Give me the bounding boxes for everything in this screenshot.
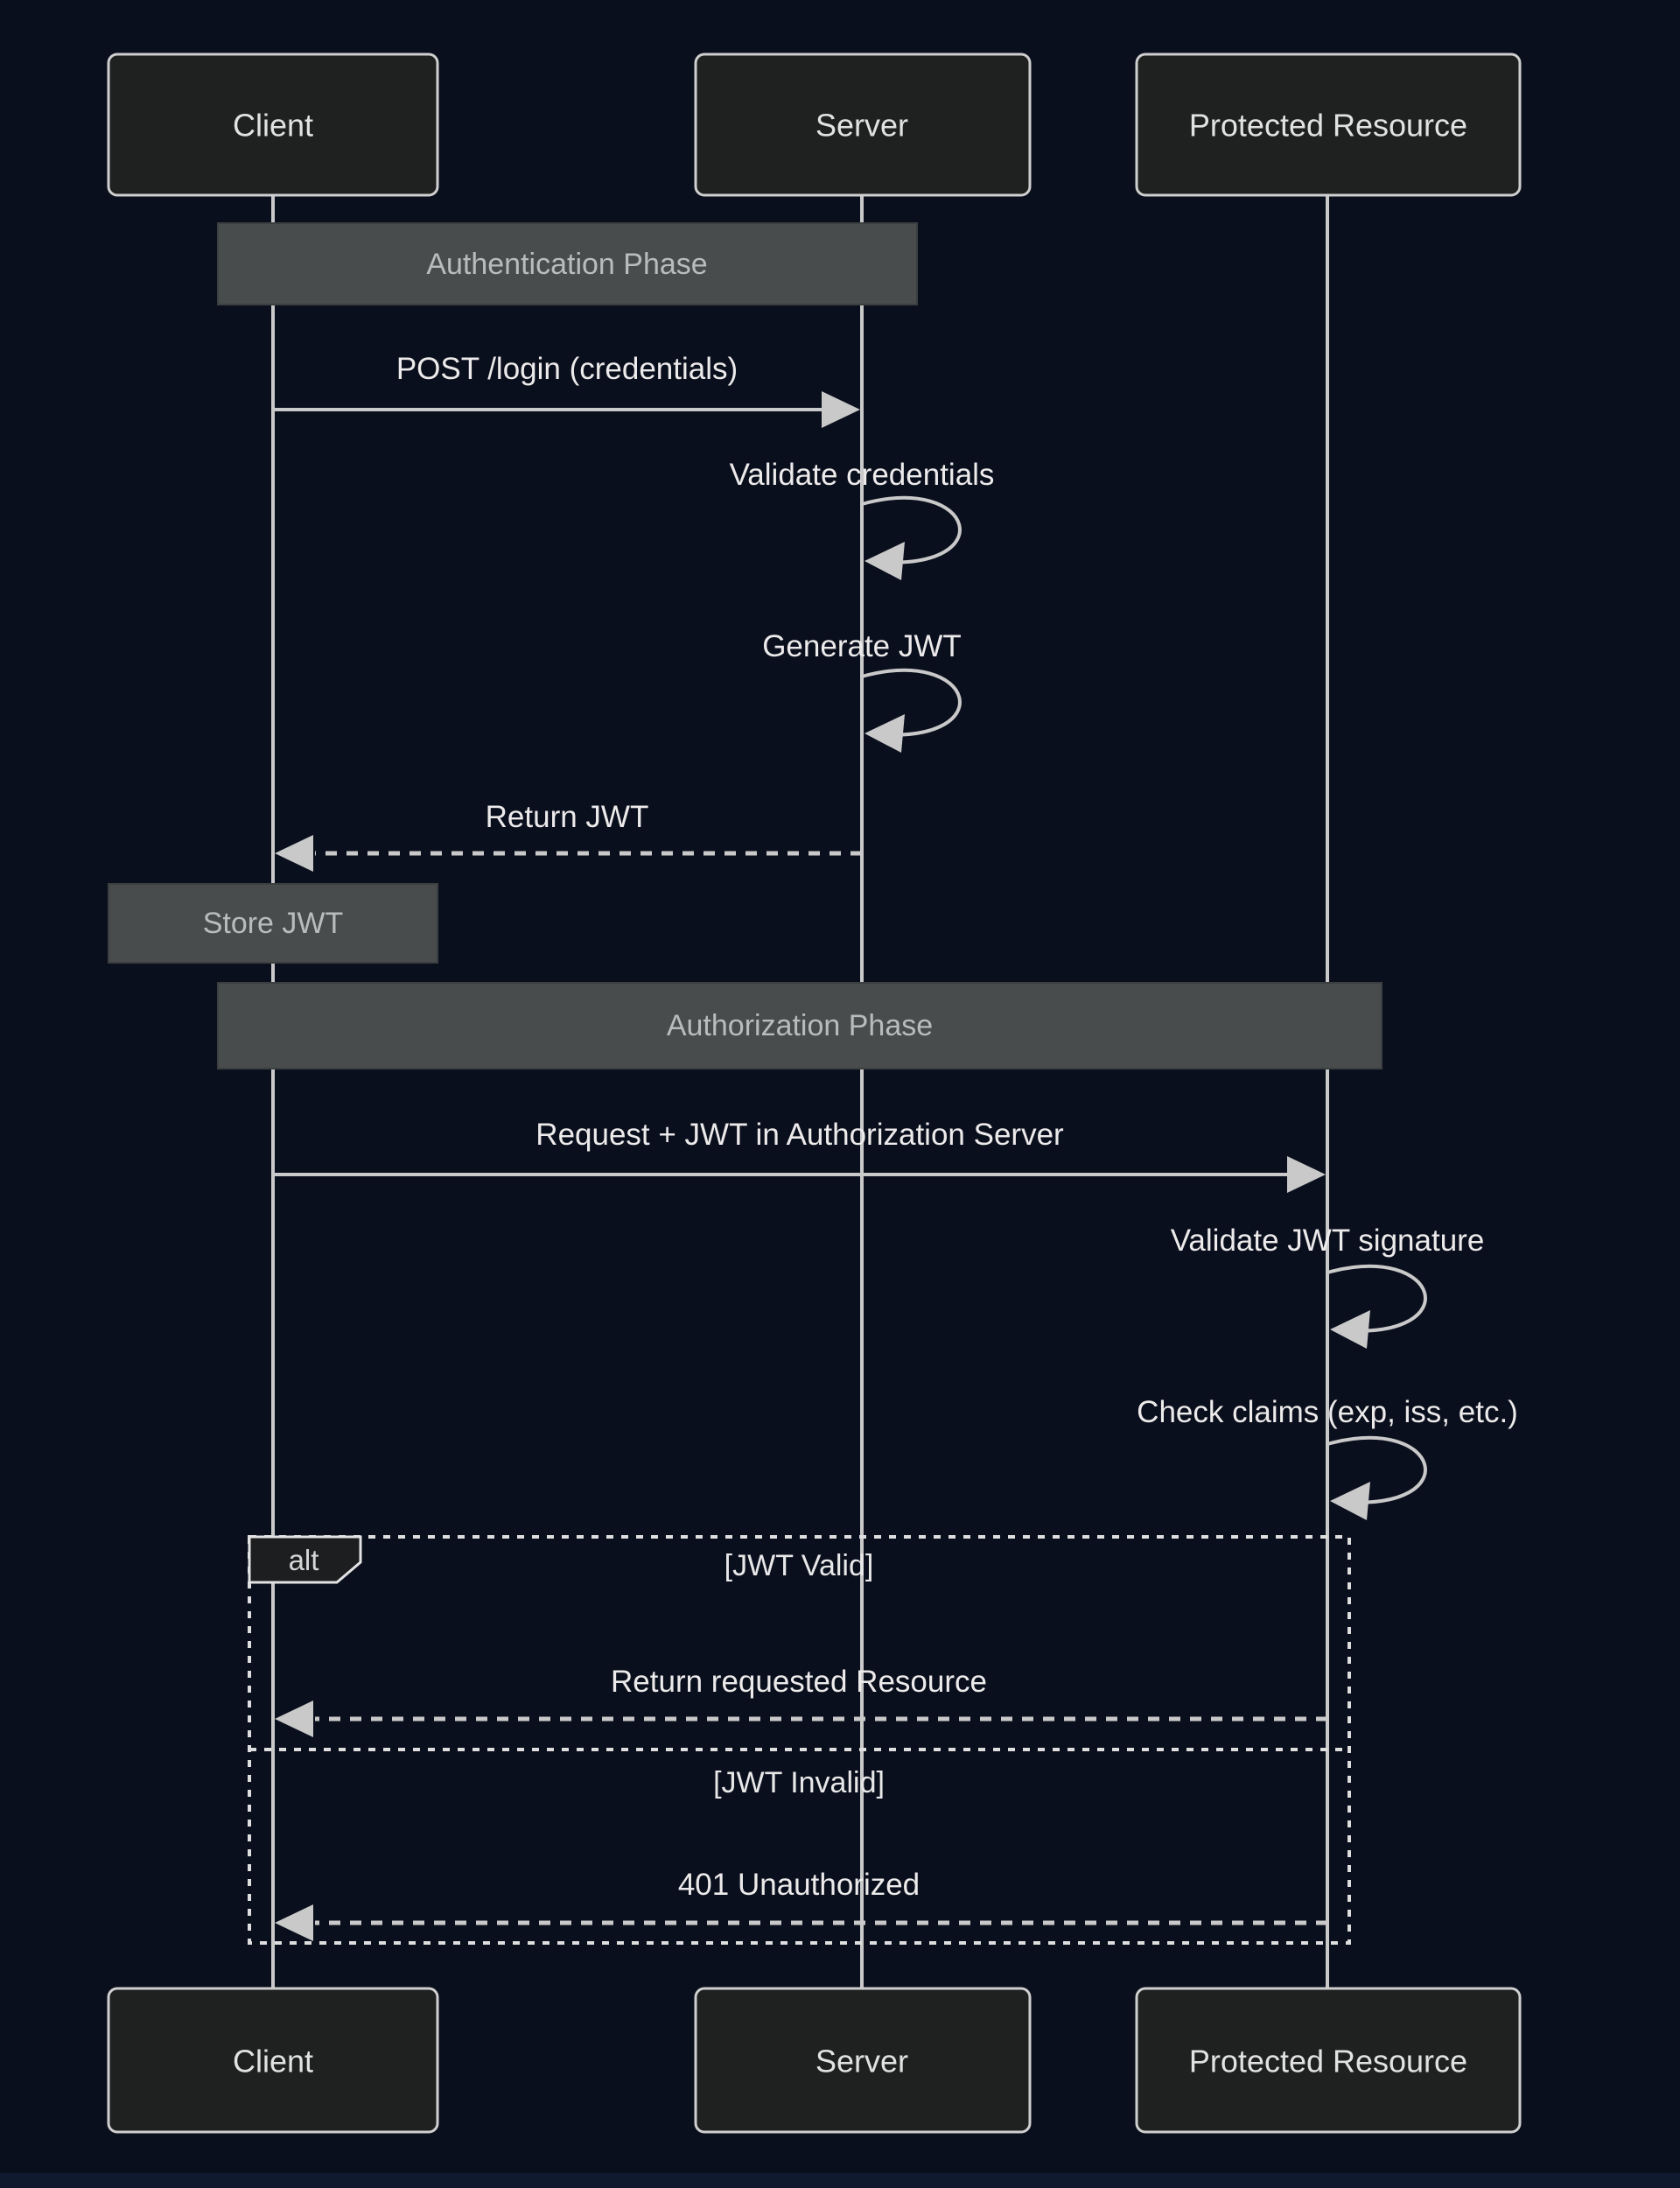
message-label-check-claims: Check claims (exp, iss, etc.) xyxy=(1137,1395,1518,1429)
note-authentication-phase xyxy=(217,222,918,305)
arrowhead-return-jwt xyxy=(275,835,313,872)
actor-client-top-label: Client xyxy=(233,108,313,144)
bottom-edge-strip xyxy=(0,2173,1680,2188)
arrowhead-generate-jwt xyxy=(864,714,905,753)
note-authentication-phase-label: Authentication Phase xyxy=(426,248,707,281)
note-authorization-phase-label: Authorization Phase xyxy=(667,1009,933,1042)
alt-label-box xyxy=(248,1535,362,1584)
alt-condition-valid: [JWT Valid] xyxy=(724,1549,874,1582)
arrowhead-request-jwt xyxy=(1287,1156,1326,1193)
message-label-validate-signature: Validate JWT signature xyxy=(1171,1224,1485,1258)
self-loop-check-claims xyxy=(1326,1435,1427,1504)
arrowhead-unauthorized xyxy=(275,1904,313,1941)
note-store-jwt xyxy=(108,883,438,964)
message-label-return-jwt: Return JWT xyxy=(486,800,649,834)
actor-server-bottom-label: Server xyxy=(816,2044,908,2079)
actor-server-top-box xyxy=(694,53,1032,197)
actor-client-bottom-label: Client xyxy=(233,2044,313,2079)
message-label-post-login: POST /login (credentials) xyxy=(396,352,738,386)
self-loop-validate-credentials xyxy=(861,495,962,565)
actor-client-bottom-box xyxy=(107,1987,439,2134)
alt-frame xyxy=(248,1535,1351,1945)
actor-resource-top-box xyxy=(1135,53,1522,197)
arrowhead-validate-signature xyxy=(1330,1310,1370,1349)
self-loop-generate-jwt xyxy=(861,668,962,737)
arrowhead-validate-credentials xyxy=(864,542,905,580)
actor-server-top-label: Server xyxy=(816,108,908,144)
note-store-jwt-label: Store JWT xyxy=(203,907,344,940)
message-label-request-jwt: Request + JWT in Authorization Server xyxy=(536,1118,1064,1152)
message-label-validate-credentials: Validate credentials xyxy=(730,458,995,492)
actor-resource-top-label: Protected Resource xyxy=(1189,108,1467,144)
actor-client-top-box xyxy=(107,53,439,197)
actor-resource-bottom-label: Protected Resource xyxy=(1189,2044,1467,2079)
alt-label-text: alt xyxy=(289,1544,319,1576)
message-label-unauthorized: 401 Unauthorized xyxy=(678,1868,920,1902)
actor-resource-bottom-box xyxy=(1135,1987,1522,2134)
actor-server-bottom-box xyxy=(694,1987,1032,2134)
arrowhead-check-claims xyxy=(1330,1482,1370,1520)
arrowhead-return-resource xyxy=(275,1701,313,1737)
arrowhead-post-login xyxy=(822,391,860,428)
note-authorization-phase xyxy=(217,982,1382,1069)
message-label-generate-jwt: Generate JWT xyxy=(762,629,962,663)
message-label-return-resource: Return requested Resource xyxy=(611,1665,987,1699)
alt-condition-invalid: [JWT Invalid] xyxy=(713,1766,885,1799)
self-loop-validate-signature xyxy=(1326,1264,1427,1333)
